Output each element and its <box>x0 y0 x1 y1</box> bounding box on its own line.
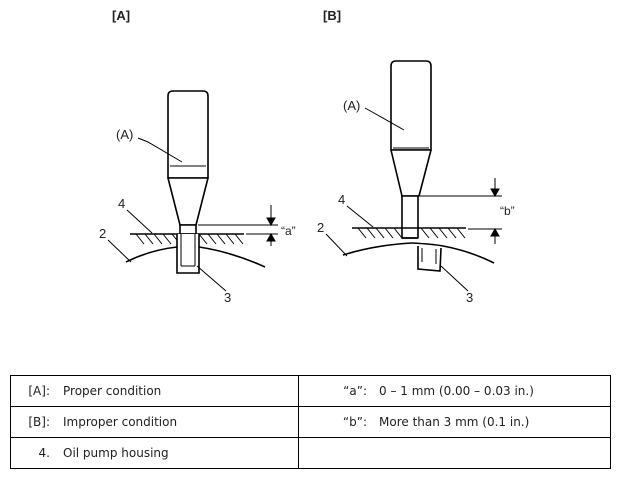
legend-cell: [A]: Proper condition <box>10 375 299 407</box>
panel-b-label: [B] <box>323 8 341 23</box>
dimension-a-label: “a” <box>281 224 296 238</box>
crankshaft-body-b <box>342 242 495 264</box>
callout-4-a: 4 <box>118 196 125 211</box>
callout-2-b: 2 <box>317 220 324 235</box>
legend-cell: “b”: More than 3 mm (0.1 in.) <box>298 406 611 438</box>
legend-value: Improper condition <box>63 415 178 429</box>
legend-key: [B]: <box>28 415 50 429</box>
dimension-b-label: “b” <box>500 204 515 218</box>
legend-cell-empty <box>298 437 611 469</box>
legend-table: [A]: Proper condition “a”: 0 – 1 mm (0.00 … <box>10 375 611 469</box>
legend-value: Oil pump housing <box>63 446 169 460</box>
oil-pump-housing-b <box>352 227 466 239</box>
panel-b: [B] (A) <box>317 8 515 305</box>
legend-value: More than 3 mm (0.1 in.) <box>379 415 530 429</box>
installer-tool-a <box>167 90 209 235</box>
legend-row: [A]: Proper condition “a”: 0 – 1 mm (0.00 … <box>10 375 611 407</box>
panel-a-label: [A] <box>112 8 130 23</box>
legend-key: 4. <box>38 446 50 460</box>
legend-row: [B]: Improper condition “b”: More than 3 m… <box>10 406 611 438</box>
legend-value: 0 – 1 mm (0.00 – 0.03 in.) <box>379 384 534 398</box>
panel-a: [A] (A) <box>99 8 296 305</box>
oil-seal-b <box>417 246 442 272</box>
callout-4-b: 4 <box>338 192 345 207</box>
oil-seal-installation-diagram: [A] (A) <box>99 8 515 305</box>
callout-3-b: 3 <box>466 290 473 305</box>
legend-row: 4. Oil pump housing <box>10 437 611 469</box>
legend-key: [A]: <box>28 384 50 398</box>
legend-value: Proper condition <box>63 384 162 398</box>
installer-tool-b <box>390 60 432 239</box>
legend-cell: 4. Oil pump housing <box>10 437 299 469</box>
callout-2-a: 2 <box>99 226 106 241</box>
callout-3-a: 3 <box>224 290 231 305</box>
crankshaft-body-a <box>125 246 266 268</box>
legend-cell: “a”: 0 – 1 mm (0.00 – 0.03 in.) <box>298 375 611 407</box>
legend-cell: [B]: Improper condition <box>10 406 299 438</box>
oil-pump-housing-a <box>130 233 244 245</box>
legend-key: “a”: <box>343 384 367 398</box>
tool-label-a: (A) <box>116 127 133 142</box>
legend-key: “b”: <box>342 415 367 429</box>
oil-seal-a <box>176 234 200 274</box>
dimension-a <box>198 205 278 246</box>
dimension-b <box>420 178 502 244</box>
tool-label-b: (A) <box>343 98 360 113</box>
